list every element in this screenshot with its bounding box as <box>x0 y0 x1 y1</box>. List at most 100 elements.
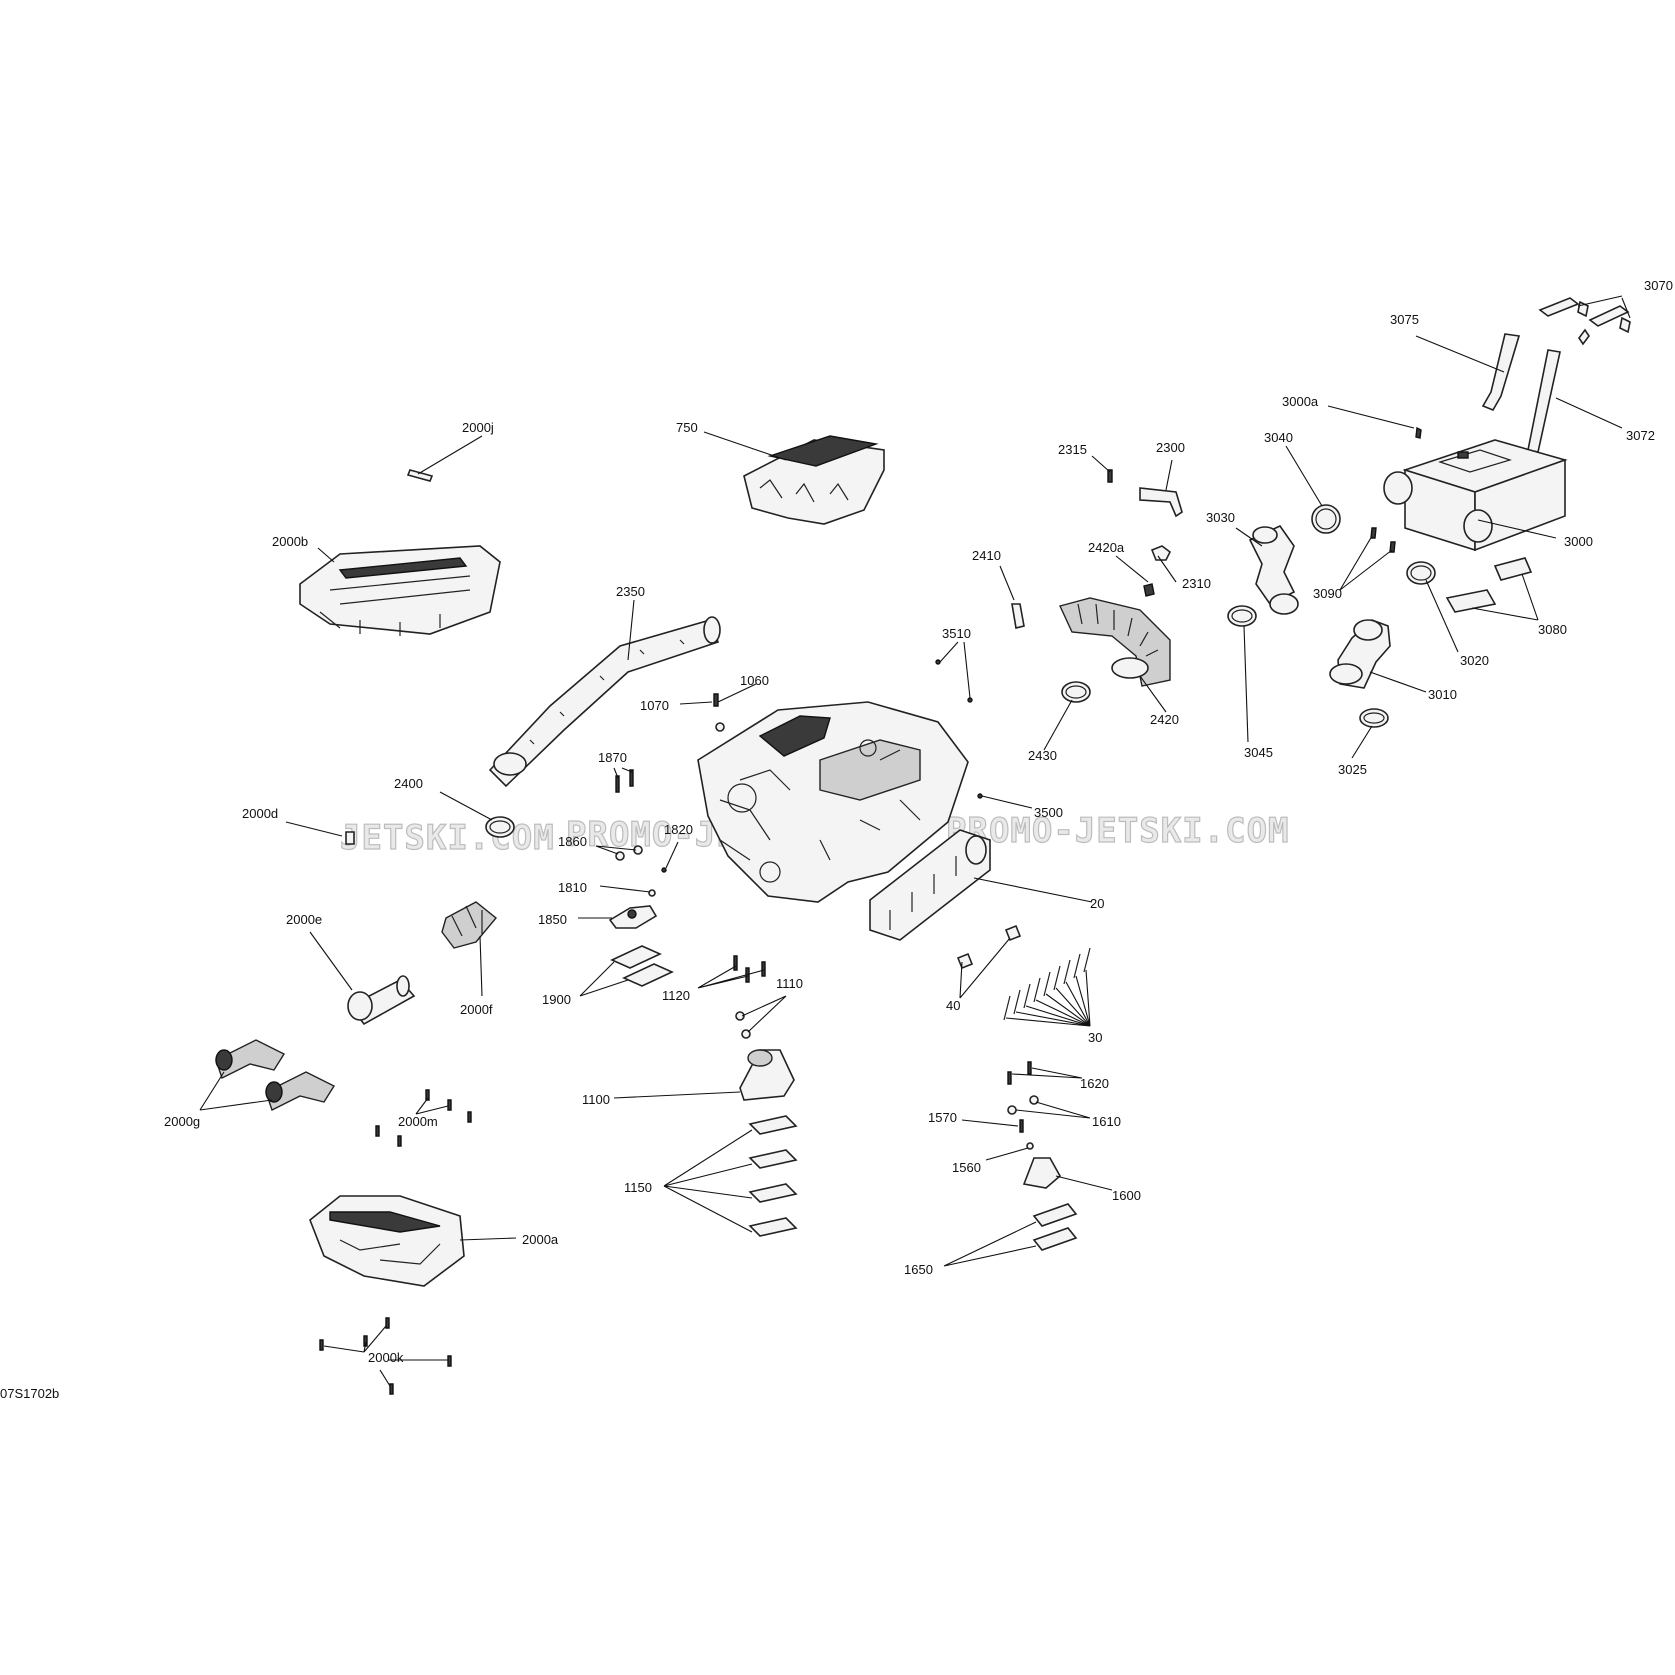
callout-3000: 3000 <box>1564 534 1593 549</box>
callout-1820: 1820 <box>664 822 693 837</box>
callout-1100: 1100 <box>582 1092 610 1107</box>
callout-30: 30 <box>1088 1030 1102 1045</box>
callout-3020: 3020 <box>1460 653 1489 668</box>
callout-1570: 1570 <box>928 1110 957 1125</box>
part-3500-screw <box>977 793 983 799</box>
callout-1870: 1870 <box>598 750 627 765</box>
part-1810-washer <box>648 889 656 897</box>
callout-2410: 2410 <box>972 548 1001 563</box>
callout-1070: 1070 <box>640 698 669 713</box>
callout-1600: 1600 <box>1112 1188 1141 1203</box>
part-2000g-hoses <box>215 1039 336 1111</box>
callout-3500: 3500 <box>1034 805 1063 820</box>
part-2000k-screws <box>319 1317 452 1395</box>
part-3075-strap <box>1481 333 1521 412</box>
watermark-right: PROMO-JETSKI.COM <box>946 811 1290 851</box>
callout-2420a: 2420a <box>1088 540 1125 555</box>
callout-1810: 1810 <box>558 880 587 895</box>
callout-3072: 3072 <box>1626 428 1655 443</box>
callout-labels: 3070 3075 3072 3000a 3040 3000 3030 3090… <box>164 278 1673 1365</box>
callout-2000m: 2000m <box>398 1114 438 1129</box>
part-3010-elbow <box>1329 619 1391 689</box>
part-2420-hose <box>1059 597 1171 687</box>
callout-3030: 3030 <box>1206 510 1235 525</box>
part-1070-screw <box>713 693 719 707</box>
callout-2000k: 2000k <box>368 1350 404 1365</box>
callout-3090: 3090 <box>1313 586 1342 601</box>
callout-750: 750 <box>676 420 698 435</box>
part-2000b-airbox-top <box>299 545 501 636</box>
part-2420a-fitting <box>1143 583 1155 597</box>
part-30-bolts <box>1003 947 1091 1021</box>
callout-2000g: 2000g <box>164 1114 200 1129</box>
part-1110-washers <box>735 1011 751 1039</box>
callout-1620: 1620 <box>1080 1076 1109 1091</box>
part-2315-fitting <box>1107 469 1113 483</box>
callout-1110: 1110 <box>776 976 803 991</box>
part-2400-clamp <box>485 816 515 838</box>
part-3000a-screw <box>1415 426 1422 439</box>
callout-2430: 2430 <box>1028 748 1057 763</box>
part-3040-clamp <box>1311 504 1341 534</box>
part-1560-washer <box>1026 1142 1034 1150</box>
callout-3040: 3040 <box>1264 430 1293 445</box>
part-1870-studs <box>615 769 634 793</box>
callout-2315: 2315 <box>1058 442 1087 457</box>
part-3025-clamp <box>1359 708 1389 728</box>
part-20-manifold <box>869 829 991 941</box>
callout-2300: 2300 <box>1156 440 1185 455</box>
part-2410-bracket <box>1011 603 1025 629</box>
leader-lines <box>199 295 1631 1387</box>
callout-1860: 1860 <box>558 834 587 849</box>
callout-2000a: 2000a <box>522 1232 559 1247</box>
part-1850-mount <box>608 905 658 929</box>
part-2300-hose <box>1139 487 1183 518</box>
callout-2350: 2350 <box>616 584 645 599</box>
part-3080-pads <box>1445 557 1533 613</box>
part-750-cover <box>743 435 885 525</box>
callout-1150: 1150 <box>624 1180 652 1195</box>
callout-3010: 3010 <box>1428 687 1457 702</box>
callout-3045: 3045 <box>1244 745 1273 760</box>
part-2000e-tube <box>347 975 416 1026</box>
callout-3510: 3510 <box>942 626 971 641</box>
callout-3080: 3080 <box>1538 622 1567 637</box>
callout-1120: 1120 <box>662 988 690 1003</box>
part-3072-strap <box>1527 349 1561 453</box>
part-3000-intercooler <box>1383 439 1568 552</box>
part-2000m-screws <box>375 1089 472 1147</box>
callout-1850: 1850 <box>538 912 567 927</box>
part-1060-washer <box>715 722 725 732</box>
callout-1650: 1650 <box>904 1262 933 1277</box>
callout-2400: 2400 <box>394 776 423 791</box>
callout-1560: 1560 <box>952 1160 981 1175</box>
part-1600-mount <box>1022 1157 1062 1189</box>
drawing-code: 07S1702b <box>0 1386 59 1401</box>
part-1150-shims <box>748 1115 798 1237</box>
callout-20: 20 <box>1090 896 1104 911</box>
part-3090-screws <box>1370 527 1396 553</box>
part-1650-shims <box>1032 1203 1078 1251</box>
callout-3000a: 3000a <box>1282 394 1319 409</box>
part-3030-elbow <box>1248 524 1299 615</box>
part-2000a-airbox-bottom <box>309 1195 465 1287</box>
part-1570-screw <box>1019 1119 1024 1133</box>
callout-2000e: 2000e <box>286 912 322 927</box>
part-1820-screw <box>661 867 667 873</box>
callout-2000b: 2000b <box>272 534 308 549</box>
part-2430-clamp <box>1061 681 1091 703</box>
callout-2000f: 2000f <box>460 1002 493 1017</box>
part-1900-shims <box>610 945 674 987</box>
part-1100-mount <box>739 1049 795 1101</box>
part-3045-clamp <box>1227 605 1257 627</box>
callout-40: 40 <box>946 998 960 1013</box>
part-engine-block <box>697 701 969 903</box>
part-1860-nuts <box>615 845 643 861</box>
callout-3025: 3025 <box>1338 762 1367 777</box>
callout-1060: 1060 <box>740 673 769 688</box>
part-2310-fitting <box>1150 545 1172 561</box>
part-40-plugs <box>956 924 1022 970</box>
part-2000d-fitting <box>345 831 355 845</box>
part-3020-clamp <box>1406 561 1436 585</box>
